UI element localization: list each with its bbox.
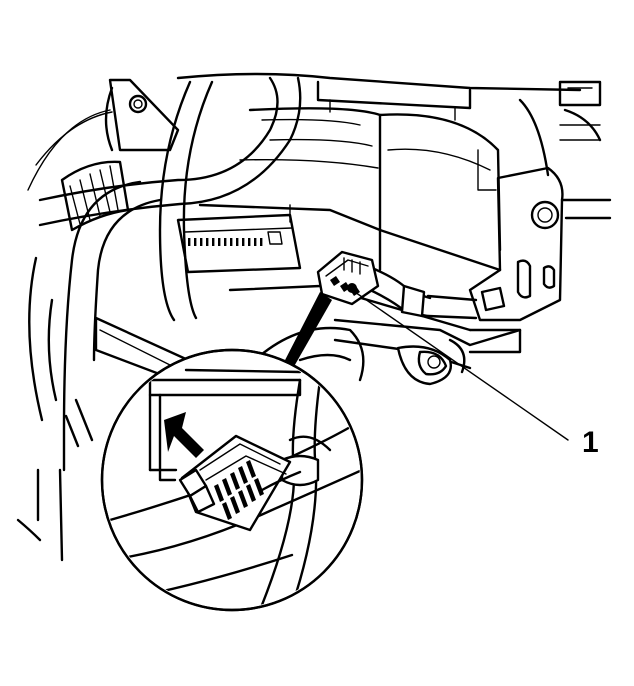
connector-main bbox=[316, 250, 380, 306]
detail-view bbox=[100, 348, 364, 612]
callout-1: 1 bbox=[351, 289, 599, 459]
detail-connector-pins bbox=[214, 460, 264, 520]
module-pins bbox=[188, 238, 263, 246]
callout-number: 1 bbox=[582, 426, 599, 459]
hoses bbox=[38, 76, 478, 472]
detail-wedge bbox=[282, 292, 332, 370]
release-arrow-icon bbox=[164, 412, 204, 458]
